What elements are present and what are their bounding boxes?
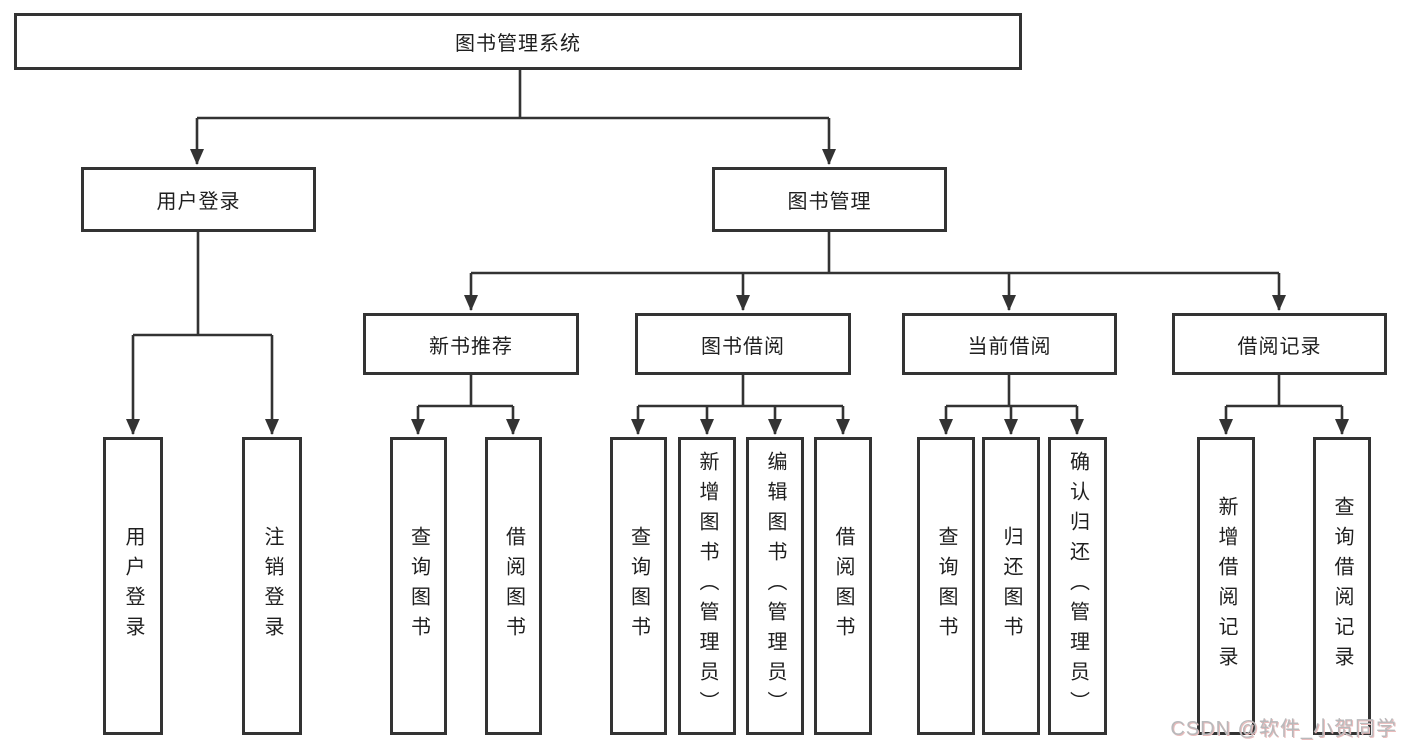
leaf-cb-confirm-return-admin: 确认归还（管理员） [1048,437,1107,735]
node-label: 查询图书 [627,526,650,646]
node-book-borrow: 图书借阅 [635,313,851,375]
node-label: 图书管理系统 [455,33,581,55]
leaf-br-query-record: 查询借阅记录 [1313,437,1371,735]
node-book-management: 图书管理 [712,167,947,232]
node-label: 归还图书 [1000,526,1022,646]
leaf-cb-query-books: 查询图书 [917,437,975,735]
node-label: 用户登录 [156,191,241,213]
node-new-book-recommend: 新书推荐 [363,313,579,375]
node-borrow-records: 借阅记录 [1172,313,1387,375]
leaf-br-add-record: 新增借阅记录 [1197,437,1255,735]
node-label: 当前借阅 [967,335,1052,358]
node-label: 确认归还（管理员） [1066,451,1089,721]
node-label: 新增借阅记录 [1215,496,1237,676]
node-label: 新书推荐 [429,335,513,358]
leaf-user-login: 用户登录 [103,437,163,735]
node-library-system: 图书管理系统 [14,13,1022,70]
leaf-bb-add-books-admin: 新增图书（管理员） [678,437,736,735]
node-label: 新增图书（管理员） [696,451,718,721]
node-label: 借阅图书 [832,526,854,646]
leaf-nb-borrow-books: 借阅图书 [485,437,542,735]
node-label: 借阅图书 [502,526,525,646]
node-label: 查询借阅记录 [1331,496,1353,676]
leaf-cb-return-books: 归还图书 [982,437,1040,735]
node-label: 图书管理 [787,191,872,213]
node-label: 用户登录 [122,526,144,646]
node-label: 查询图书 [407,526,430,646]
node-label: 注销登录 [261,526,283,646]
node-label: 编辑图书（管理员） [764,451,786,721]
node-label: 借阅记录 [1237,335,1322,358]
node-user-login: 用户登录 [81,167,316,232]
node-current-borrow: 当前借阅 [902,313,1117,375]
leaf-nb-query-books: 查询图书 [390,437,447,735]
leaf-bb-borrow-books: 借阅图书 [814,437,872,735]
leaf-bb-query-books: 查询图书 [610,437,667,735]
leaf-logout: 注销登录 [242,437,302,735]
node-label: 查询图书 [935,526,957,646]
node-label: 图书借阅 [701,335,785,358]
leaf-bb-edit-books-admin: 编辑图书（管理员） [746,437,804,735]
